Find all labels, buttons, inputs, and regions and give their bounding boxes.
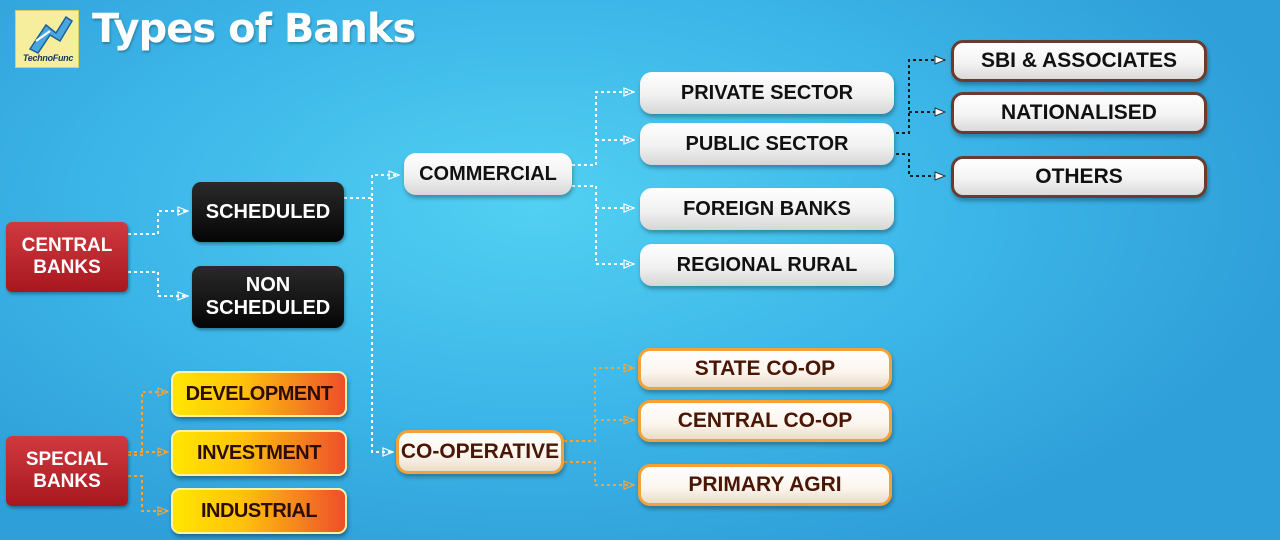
node-co-operative: CO-OPERATIVE — [396, 430, 564, 474]
connector-central-to-scheduled — [128, 211, 188, 296]
node-sbi-associates: SBI & ASSOCIATES — [951, 40, 1207, 82]
node-regional-rural: REGIONAL RURAL — [640, 244, 894, 286]
logo-text: TechnoFunc — [22, 53, 74, 63]
connector-special-to-subtypes — [128, 392, 168, 511]
node-investment: INVESTMENT — [171, 430, 347, 476]
node-central-coop: CENTRAL CO-OP — [638, 400, 892, 442]
node-non-scheduled: NON SCHEDULED — [192, 266, 344, 328]
node-special-banks: SPECIAL BANKS — [6, 436, 128, 506]
node-others: OTHERS — [951, 156, 1207, 198]
node-central-banks: CENTRAL BANKS — [6, 222, 128, 292]
node-state-coop: STATE CO-OP — [638, 348, 892, 390]
node-commercial: COMMERCIAL — [404, 153, 572, 195]
node-development: DEVELOPMENT — [171, 371, 347, 417]
node-primary-agri: PRIMARY AGRI — [638, 464, 892, 506]
connector-public-to-subtypes — [896, 60, 945, 176]
technofunc-logo: TechnoFunc — [15, 10, 79, 68]
connector-scheduled-to-commercial — [344, 175, 399, 452]
node-foreign-banks: FOREIGN BANKS — [640, 188, 894, 230]
connector-coop-to-subtypes — [564, 368, 634, 485]
connector-commercial-to-sectors — [572, 92, 634, 264]
node-scheduled: SCHEDULED — [192, 182, 344, 242]
node-nationalised: NATIONALISED — [951, 92, 1207, 134]
node-private-sector: PRIVATE SECTOR — [640, 72, 894, 114]
node-industrial: INDUSTRIAL — [171, 488, 347, 534]
node-public-sector: PUBLIC SECTOR — [640, 123, 894, 165]
page-title: Types of Banks — [92, 6, 416, 52]
logo-icon — [28, 15, 74, 54]
